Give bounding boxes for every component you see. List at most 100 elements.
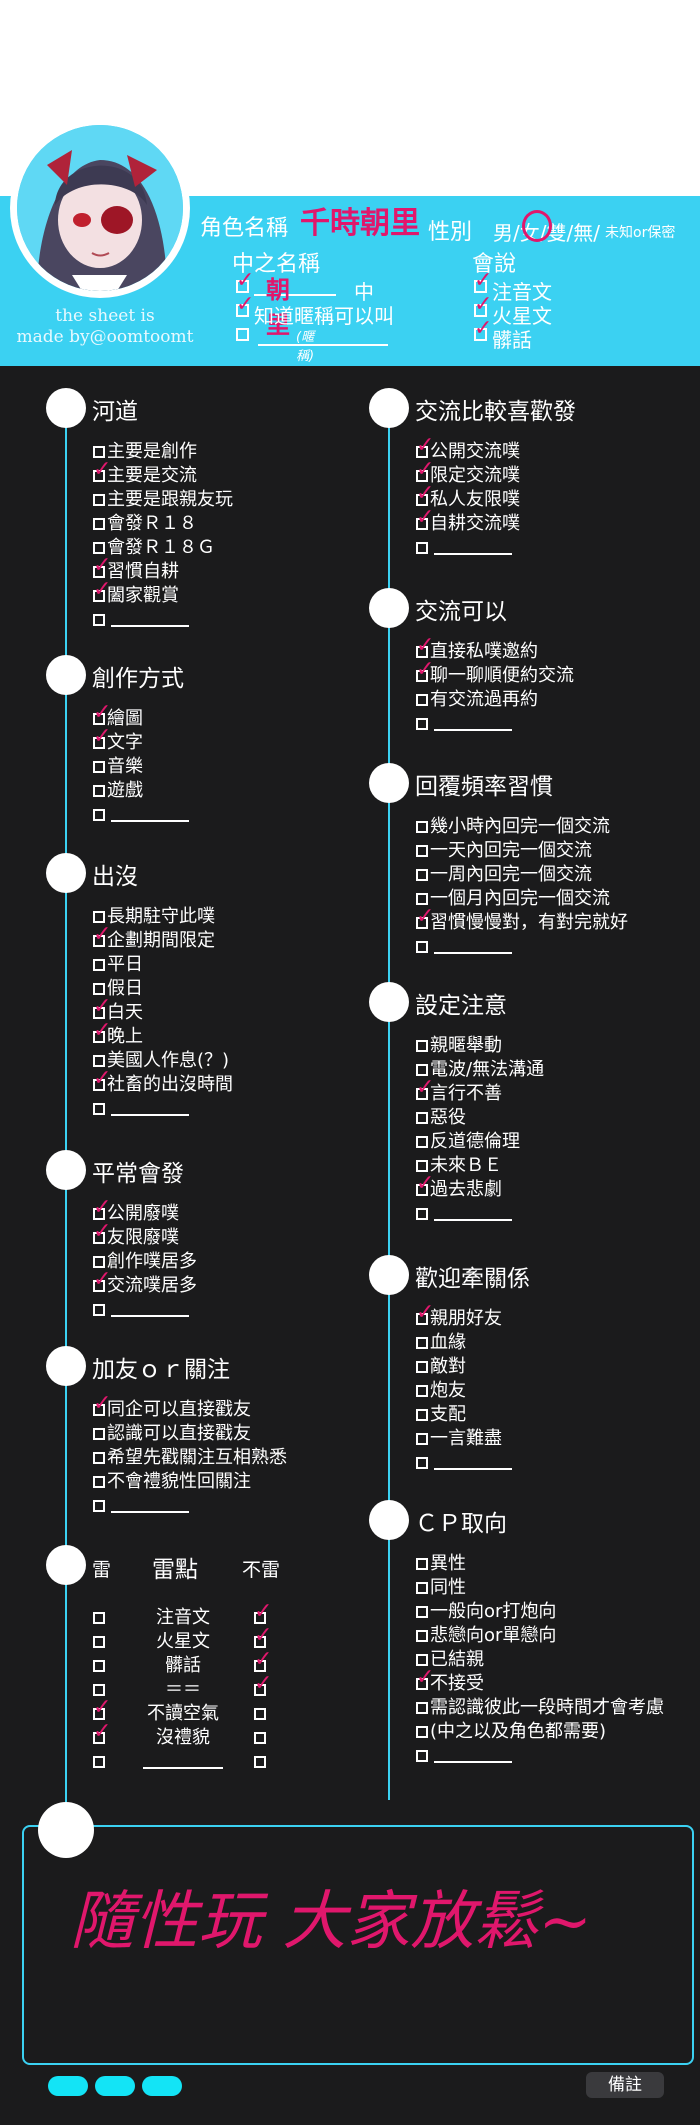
checkbox[interactable] [474, 328, 487, 341]
checklist-item[interactable]: 反道德倫理 [416, 1130, 520, 1154]
checklist-item[interactable]: 美國人作息(？) [93, 1049, 229, 1073]
checklist-item[interactable]: 同性 [416, 1576, 466, 1600]
checkbox[interactable] [254, 1660, 266, 1672]
checklist-item-blank[interactable] [416, 1202, 512, 1226]
checklist-item[interactable]: 希望先戳關注互相熟悉 [93, 1446, 287, 1470]
checklist-item[interactable]: 不接受✓ [416, 1666, 484, 1696]
checkbox[interactable] [416, 1433, 428, 1445]
checkbox[interactable] [93, 1476, 105, 1488]
checklist-item[interactable]: 血緣 [416, 1331, 466, 1355]
checkbox[interactable] [416, 470, 428, 482]
checkbox[interactable] [93, 1280, 105, 1292]
checklist-item-blank[interactable] [416, 712, 512, 736]
checklist-item[interactable]: 異性 [416, 1552, 466, 1576]
checkbox[interactable] [416, 1678, 428, 1690]
checklist-item[interactable]: 一言難盡 [416, 1427, 502, 1451]
checkbox[interactable] [416, 718, 428, 730]
checkbox[interactable] [416, 1313, 428, 1325]
checklist-item[interactable]: 親朋好友✓ [416, 1301, 502, 1331]
checklist-item[interactable]: 聊一聊順便約交流✓ [416, 658, 574, 688]
checkbox[interactable] [416, 670, 428, 682]
checklist-item-blank[interactable] [93, 1298, 189, 1322]
checkbox[interactable] [236, 280, 249, 293]
checkbox[interactable] [93, 1055, 105, 1067]
checklist-item[interactable]: 惡役 [416, 1106, 466, 1130]
checklist-item-blank[interactable] [93, 1097, 189, 1121]
checkbox[interactable] [416, 1088, 428, 1100]
checkbox[interactable] [416, 518, 428, 530]
checkbox[interactable] [93, 737, 105, 749]
checkbox[interactable] [93, 911, 105, 923]
checkbox[interactable] [416, 1208, 428, 1220]
checklist-item[interactable]: 支配 [416, 1403, 466, 1427]
checklist-item[interactable]: 一個月內回完一個交流 [416, 887, 610, 911]
mine-no-checkbox[interactable]: ✓ [254, 1672, 272, 1702]
checklist-item[interactable]: 不會禮貌性回關注 [93, 1470, 251, 1494]
checkbox[interactable] [93, 983, 105, 995]
checklist-item[interactable]: 主要是跟親友玩 [93, 488, 233, 512]
checkbox[interactable] [416, 1726, 428, 1738]
mine-yes-checkbox[interactable] [93, 1750, 107, 1774]
checklist-item[interactable]: 過去悲劇✓ [416, 1172, 502, 1202]
checkbox[interactable] [416, 1064, 428, 1076]
mine-yes-checkbox[interactable]: ✓ [93, 1696, 111, 1726]
checklist-item[interactable]: 交流噗居多✓ [93, 1268, 197, 1298]
checklist-item[interactable]: 直接私噗邀約✓ [416, 634, 538, 664]
mine-no-checkbox[interactable] [254, 1750, 268, 1774]
checkbox[interactable] [254, 1756, 266, 1768]
checkbox[interactable] [93, 542, 105, 554]
checklist-item[interactable]: 親暱舉動 [416, 1034, 502, 1058]
checklist-item[interactable]: 習慣自耕✓ [93, 554, 179, 584]
checkbox[interactable] [93, 1256, 105, 1268]
checklist-item[interactable]: (中之以及角色都需要) [416, 1720, 606, 1744]
checkbox[interactable] [416, 1136, 428, 1148]
checkbox[interactable] [93, 1079, 105, 1091]
checkbox[interactable] [93, 1636, 105, 1648]
checklist-item[interactable]: 會發Ｒ１８ [93, 512, 197, 536]
checkbox[interactable] [93, 1208, 105, 1220]
checkbox[interactable] [416, 941, 428, 953]
checklist-item[interactable]: 炮友 [416, 1379, 466, 1403]
checklist-item[interactable]: 音樂 [93, 755, 143, 779]
checklist-item[interactable]: 需認識彼此一段時間才會考慮 [416, 1696, 664, 1720]
checkbox[interactable] [93, 1660, 105, 1672]
checklist-item-blank[interactable] [93, 803, 189, 827]
checklist-item-blank[interactable] [93, 1494, 189, 1518]
checkbox[interactable] [93, 614, 105, 626]
checkbox[interactable] [254, 1708, 266, 1720]
mine-no-checkbox[interactable]: ✓ [254, 1648, 272, 1678]
checkbox[interactable] [93, 713, 105, 725]
checkbox[interactable] [93, 1232, 105, 1244]
checkbox[interactable] [93, 1732, 105, 1744]
checkbox[interactable] [93, 761, 105, 773]
checkbox[interactable] [416, 1654, 428, 1666]
checkbox[interactable] [93, 1103, 105, 1115]
checklist-item[interactable]: 社畜的出沒時間✓ [93, 1067, 233, 1097]
checklist-item-blank[interactable] [93, 608, 189, 632]
checklist-item[interactable]: 悲戀向or單戀向 [416, 1624, 556, 1648]
checkbox[interactable] [416, 893, 428, 905]
checkbox[interactable] [474, 304, 487, 317]
checkbox[interactable] [416, 646, 428, 658]
checkbox[interactable] [416, 494, 428, 506]
checkbox[interactable] [93, 1031, 105, 1043]
checkbox[interactable] [416, 1160, 428, 1172]
checkbox[interactable] [236, 304, 249, 317]
checkbox[interactable] [93, 470, 105, 482]
checkbox[interactable] [93, 1404, 105, 1416]
checklist-item[interactable]: 遊戲 [93, 779, 143, 803]
checkbox[interactable] [93, 1708, 105, 1720]
checkbox[interactable] [416, 1361, 428, 1373]
checklist-item[interactable]: 會發Ｒ１８Ｇ [93, 536, 215, 560]
checkbox[interactable] [416, 1606, 428, 1618]
checkbox[interactable] [416, 869, 428, 881]
checkbox[interactable] [93, 1500, 105, 1512]
checkbox[interactable] [93, 494, 105, 506]
checklist-item[interactable]: 文字✓ [93, 725, 143, 755]
checklist-item[interactable]: 私人友限噗✓ [416, 482, 520, 512]
checkbox[interactable] [93, 1007, 105, 1019]
mine-no-checkbox[interactable] [254, 1702, 268, 1726]
checklist-item[interactable]: 已結親 [416, 1648, 484, 1672]
checkbox[interactable] [416, 1558, 428, 1570]
checkbox[interactable] [254, 1732, 266, 1744]
